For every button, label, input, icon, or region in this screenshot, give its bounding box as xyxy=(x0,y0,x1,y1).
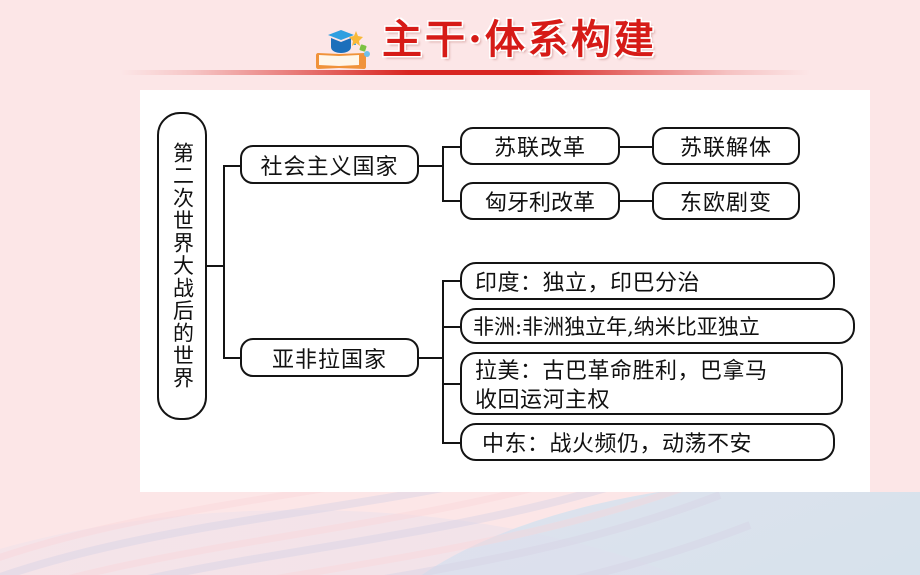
node-latin-america-line1: 拉美：古巴革命胜利，巴拿马 xyxy=(475,359,768,384)
node-east-europe-upheaval[interactable]: 东欧剧变 xyxy=(652,182,800,220)
connector-socialist-to-hungary-reform xyxy=(442,200,462,203)
graduation-cap-book-icon xyxy=(316,30,370,69)
page-title: 主干·体系构建 xyxy=(382,16,657,63)
node-latin-america[interactable]: 拉美：古巴革命胜利，巴拿马 收回运河主权 xyxy=(460,352,843,415)
connector-asia-africa-stem xyxy=(419,357,444,360)
connector-socialist-to-soviet-reform xyxy=(442,146,462,149)
node-asia-africa-latin-america[interactable]: 亚非拉国家 xyxy=(240,338,419,377)
connector-to-latin-america xyxy=(442,383,462,386)
node-india[interactable]: 印度：独立，印巴分治 xyxy=(460,262,835,300)
connector-hungary-to-east-europe xyxy=(620,200,653,203)
node-soviet-reform[interactable]: 苏联改革 xyxy=(460,127,620,165)
node-latin-america-line2: 收回运河主权 xyxy=(475,388,611,413)
title-underline-rule xyxy=(120,70,810,75)
connector-root-stem xyxy=(207,265,224,268)
node-hungary-reform[interactable]: 匈牙利改革 xyxy=(460,182,620,220)
page-header: 主干·体系构建 xyxy=(0,0,920,90)
node-africa[interactable]: 非洲:非洲独立年,纳米比亚独立 xyxy=(460,308,855,344)
connector-socialist-stem xyxy=(419,165,444,168)
connector-soviet-reform-to-collapse xyxy=(620,146,653,149)
connector-to-asia-africa xyxy=(223,357,241,360)
connector-asia-africa-bracket xyxy=(442,280,445,442)
connector-socialist-bracket xyxy=(442,146,445,202)
node-middle-east[interactable]: 中东：战火频仍，动荡不安 xyxy=(460,423,835,461)
knowledge-tree-diagram: 第二次世界大战后的世界 社会主义国家 亚非拉国家 苏联改革 苏联解体 匈牙利改革… xyxy=(140,90,870,492)
node-soviet-collapse[interactable]: 苏联解体 xyxy=(652,127,800,165)
node-root-topic[interactable]: 第二次世界大战后的世界 xyxy=(157,112,207,420)
connector-to-india xyxy=(442,280,462,283)
connector-main-spine xyxy=(223,165,226,358)
connector-to-socialist xyxy=(223,165,241,168)
connector-to-africa xyxy=(442,326,462,329)
node-socialist-countries[interactable]: 社会主义国家 xyxy=(240,145,419,184)
connector-to-middle-east xyxy=(442,442,462,445)
